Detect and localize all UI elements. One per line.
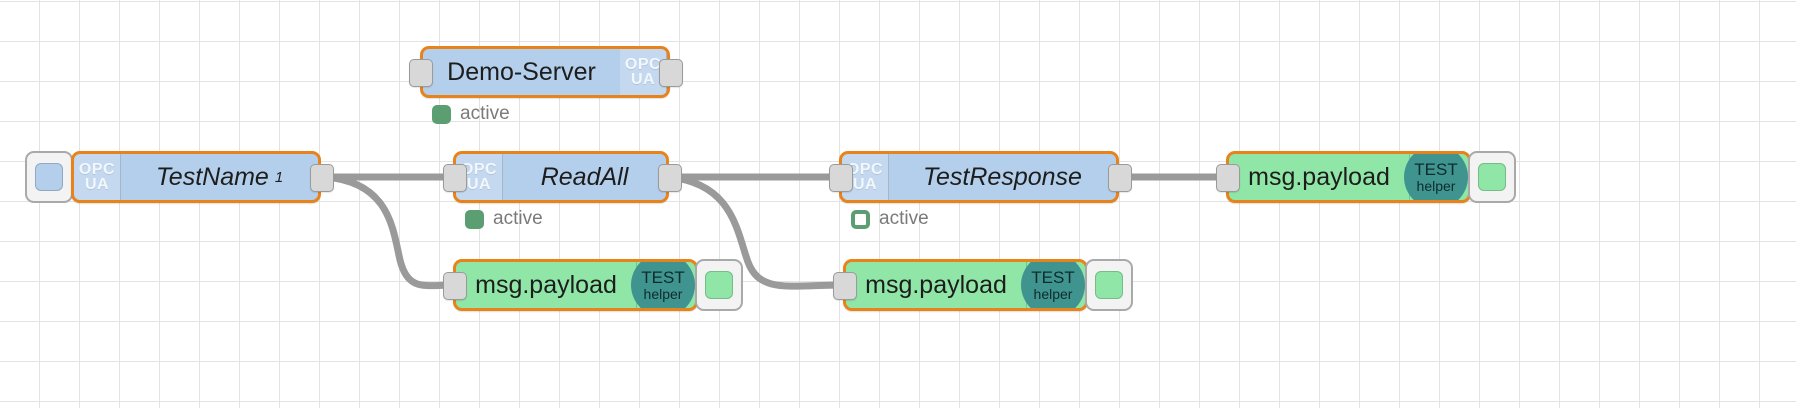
- node-testname-label-text: TestName: [155, 162, 269, 191]
- opcua-icon-line1: OPC: [846, 160, 884, 178]
- test-helper-line2: helper: [643, 285, 683, 302]
- node-debug-bottom-mid-label: msg.payload: [865, 270, 1007, 299]
- status-indicator: [432, 104, 451, 124]
- status-text: active: [493, 208, 543, 229]
- test-helper-line2: helper: [1033, 285, 1073, 302]
- port-demo-server-output[interactable]: [659, 59, 683, 87]
- node-demo-server[interactable]: Demo-Server OPC UA: [420, 46, 670, 98]
- node-debug-right[interactable]: msg.payload TEST helper: [1226, 151, 1471, 203]
- node-debug-bottom-left-label: msg.payload: [475, 270, 617, 299]
- port-readall-output[interactable]: [658, 164, 682, 192]
- opcua-icon-line2: UA: [852, 176, 878, 193]
- opcua-icon: OPC UA: [842, 154, 889, 200]
- debug-toggle-button-right[interactable]: [1468, 151, 1516, 203]
- test-helper-line1: TEST: [641, 268, 685, 288]
- status-indicator: [465, 209, 484, 229]
- status-text: active: [879, 208, 929, 229]
- opcua-icon-line1: OPC: [460, 160, 498, 178]
- test-helper-badge: TEST helper: [1404, 154, 1468, 200]
- node-testname[interactable]: OPC UA TestName 1: [71, 151, 321, 203]
- node-debug-right-label: msg.payload: [1248, 162, 1390, 191]
- status-demo-server: active: [432, 103, 510, 125]
- test-helper-badge: TEST helper: [1021, 262, 1085, 308]
- debug-toggle-button-bottom-mid[interactable]: [1085, 259, 1133, 311]
- port-debug-bottom-left-input[interactable]: [443, 272, 467, 300]
- opcua-icon-line2: UA: [84, 176, 110, 193]
- node-debug-bottom-mid[interactable]: msg.payload TEST helper: [843, 259, 1088, 311]
- port-readall-input[interactable]: [443, 164, 467, 192]
- test-helper-line2: helper: [1416, 177, 1456, 194]
- port-testresponse-output[interactable]: [1108, 164, 1132, 192]
- node-readall-label: ReadAll: [540, 162, 629, 191]
- opcua-icon-line1: OPC: [624, 55, 662, 73]
- node-testname-superscript: 1: [274, 168, 284, 186]
- opcua-icon-line1: OPC: [78, 160, 116, 178]
- opcua-icon-line2: UA: [466, 176, 492, 193]
- wire-testname-to-debug-bottom-left: [321, 173, 459, 290]
- node-testname-label: TestName 1: [121, 154, 318, 200]
- port-testresponse-input[interactable]: [829, 164, 853, 192]
- debug-toggle-swatch: [705, 271, 733, 299]
- port-debug-bottom-mid-input[interactable]: [833, 272, 857, 300]
- test-helper-bubble: TEST helper: [631, 262, 695, 308]
- opcua-icon: OPC UA: [74, 154, 121, 200]
- port-debug-right-input[interactable]: [1216, 164, 1240, 192]
- status-text: active: [460, 103, 510, 124]
- node-testresponse-label: TestResponse: [923, 162, 1082, 191]
- test-helper-bubble: TEST helper: [1021, 262, 1085, 308]
- inject-button-swatch: [35, 163, 63, 191]
- port-demo-server-input[interactable]: [409, 59, 433, 87]
- status-indicator: [851, 209, 870, 229]
- debug-toggle-swatch: [1095, 271, 1123, 299]
- opcua-icon-line2: UA: [630, 71, 656, 88]
- debug-toggle-button-bottom-left[interactable]: [695, 259, 743, 311]
- test-helper-line1: TEST: [1414, 160, 1458, 180]
- inject-button-testname[interactable]: [25, 151, 73, 203]
- test-helper-line1: TEST: [1031, 268, 1075, 288]
- node-debug-bottom-left[interactable]: msg.payload TEST helper: [453, 259, 698, 311]
- test-helper-bubble: TEST helper: [1404, 154, 1468, 200]
- node-readall[interactable]: OPC UA ReadAll: [453, 151, 669, 203]
- test-helper-badge: TEST helper: [631, 262, 695, 308]
- status-testresponse: active: [851, 208, 929, 230]
- status-readall: active: [465, 208, 543, 230]
- port-testname-output[interactable]: [310, 164, 334, 192]
- node-testresponse[interactable]: OPC UA TestResponse: [839, 151, 1119, 203]
- debug-toggle-swatch: [1478, 163, 1506, 191]
- node-demo-server-label: Demo-Server: [447, 57, 596, 86]
